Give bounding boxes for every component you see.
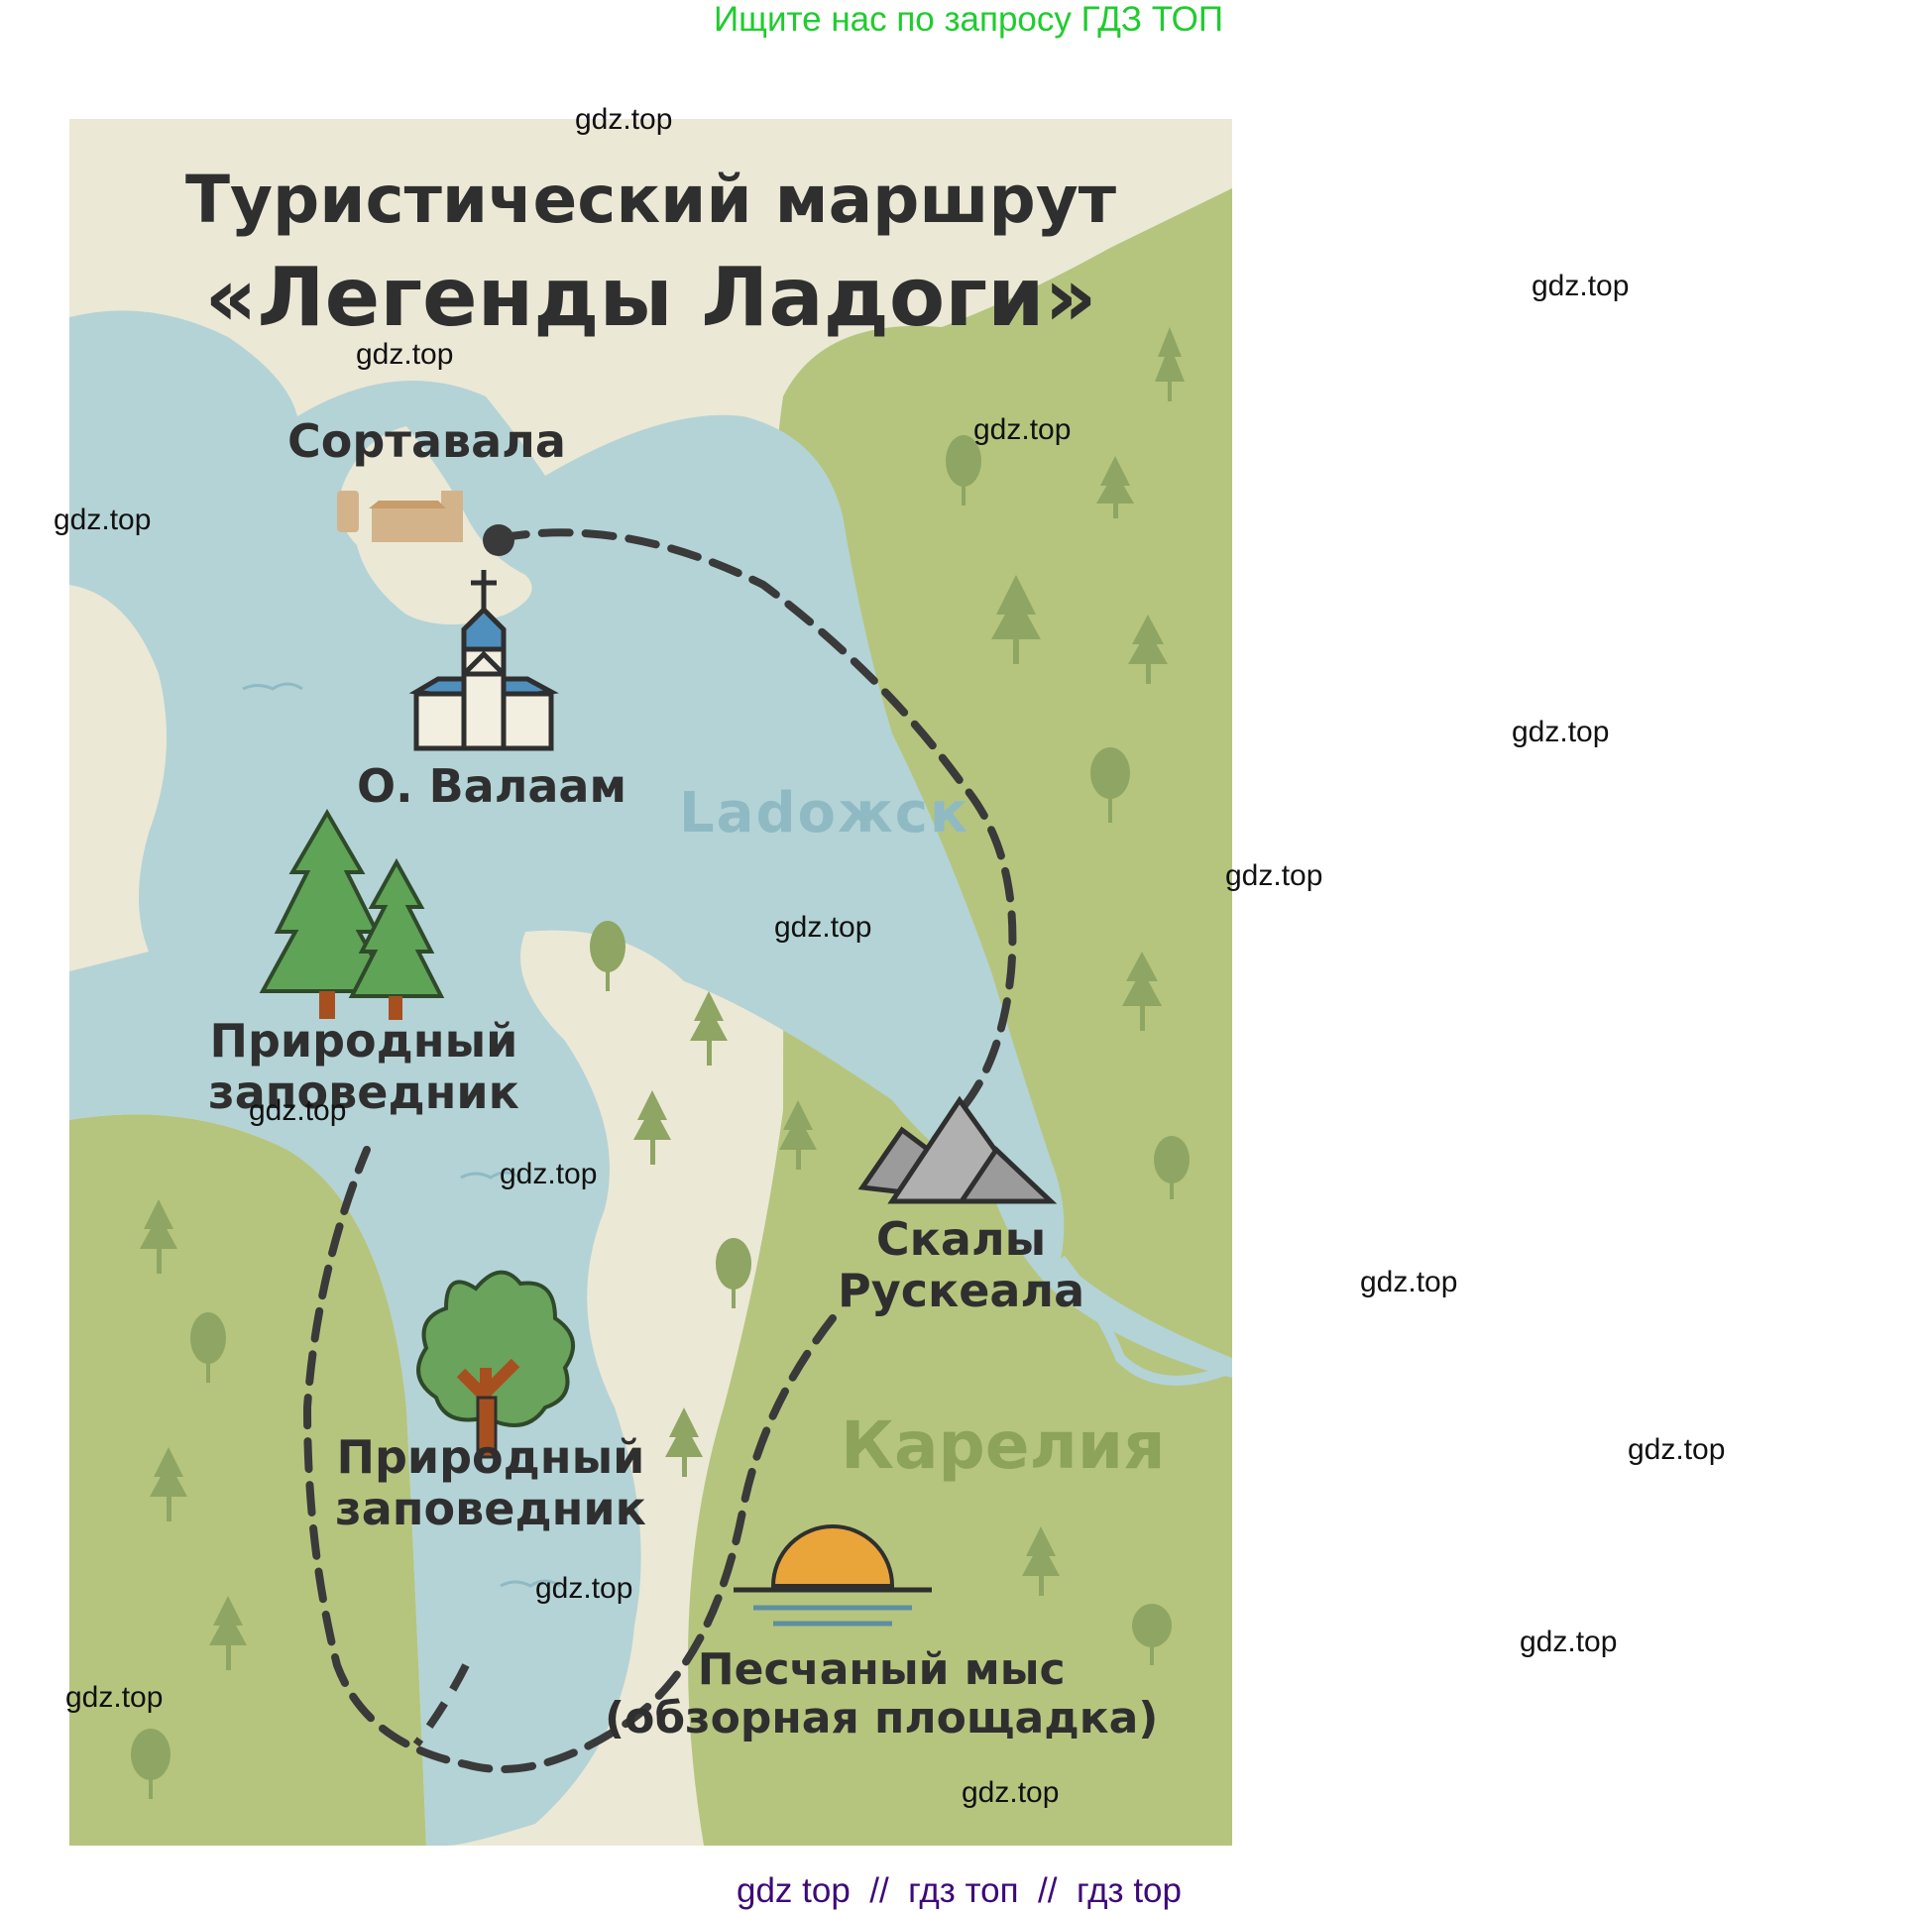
map-title-line2: «Легенды Ладоги» (204, 251, 1097, 345)
watermark: gdz.top (356, 338, 454, 371)
watermark: gdz.top (1520, 1626, 1618, 1658)
region-label: Карелия (841, 1407, 1166, 1484)
watermark: gdz.top (774, 911, 872, 944)
place-valaam: О. Валаам (357, 759, 627, 813)
watermark: gdz.top (1512, 716, 1610, 748)
watermark: gdz.top (54, 504, 152, 536)
map-background (69, 119, 1232, 1846)
lake-label: Ladожск (679, 781, 969, 845)
sunset-icon (734, 1524, 932, 1627)
watermark: gdz.top (1532, 270, 1630, 302)
watermark: gdz.top (65, 1681, 164, 1714)
watermark: gdz.top (1225, 859, 1323, 892)
place-sortavala: Сортавала (287, 414, 566, 468)
place-ruskeala-rocks: Скалы Рускеала (838, 1212, 1085, 1317)
footer-links: gdz top // гдз топ // гдз top (737, 1871, 1182, 1910)
map-title-line1: Туристический маршрут (185, 162, 1116, 238)
watermark: gdz.top (1628, 1433, 1726, 1466)
place-nature-reserve-1: Природный заповедник (208, 1014, 519, 1119)
place-sandy-cape: Песчаный мыс (обзорная площадка) (605, 1644, 1159, 1744)
church-icon (408, 570, 559, 751)
tourist-route-map: Туристический маршрут «Легенды Ладоги» С… (69, 119, 1232, 1846)
place-nature-reserve-2: Природный заповедник (335, 1430, 646, 1535)
watermark: gdz.top (575, 103, 673, 136)
search-banner: Ищите нас по запросу ГДЗ ТОП (714, 0, 1223, 39)
watermark: gdz.top (962, 1776, 1060, 1809)
watermark: gdz.top (249, 1094, 347, 1127)
watermark: gdz.top (500, 1158, 598, 1190)
watermark: gdz.top (1360, 1266, 1458, 1298)
watermark: gdz.top (973, 413, 1072, 446)
watermark: gdz.top (535, 1572, 633, 1605)
